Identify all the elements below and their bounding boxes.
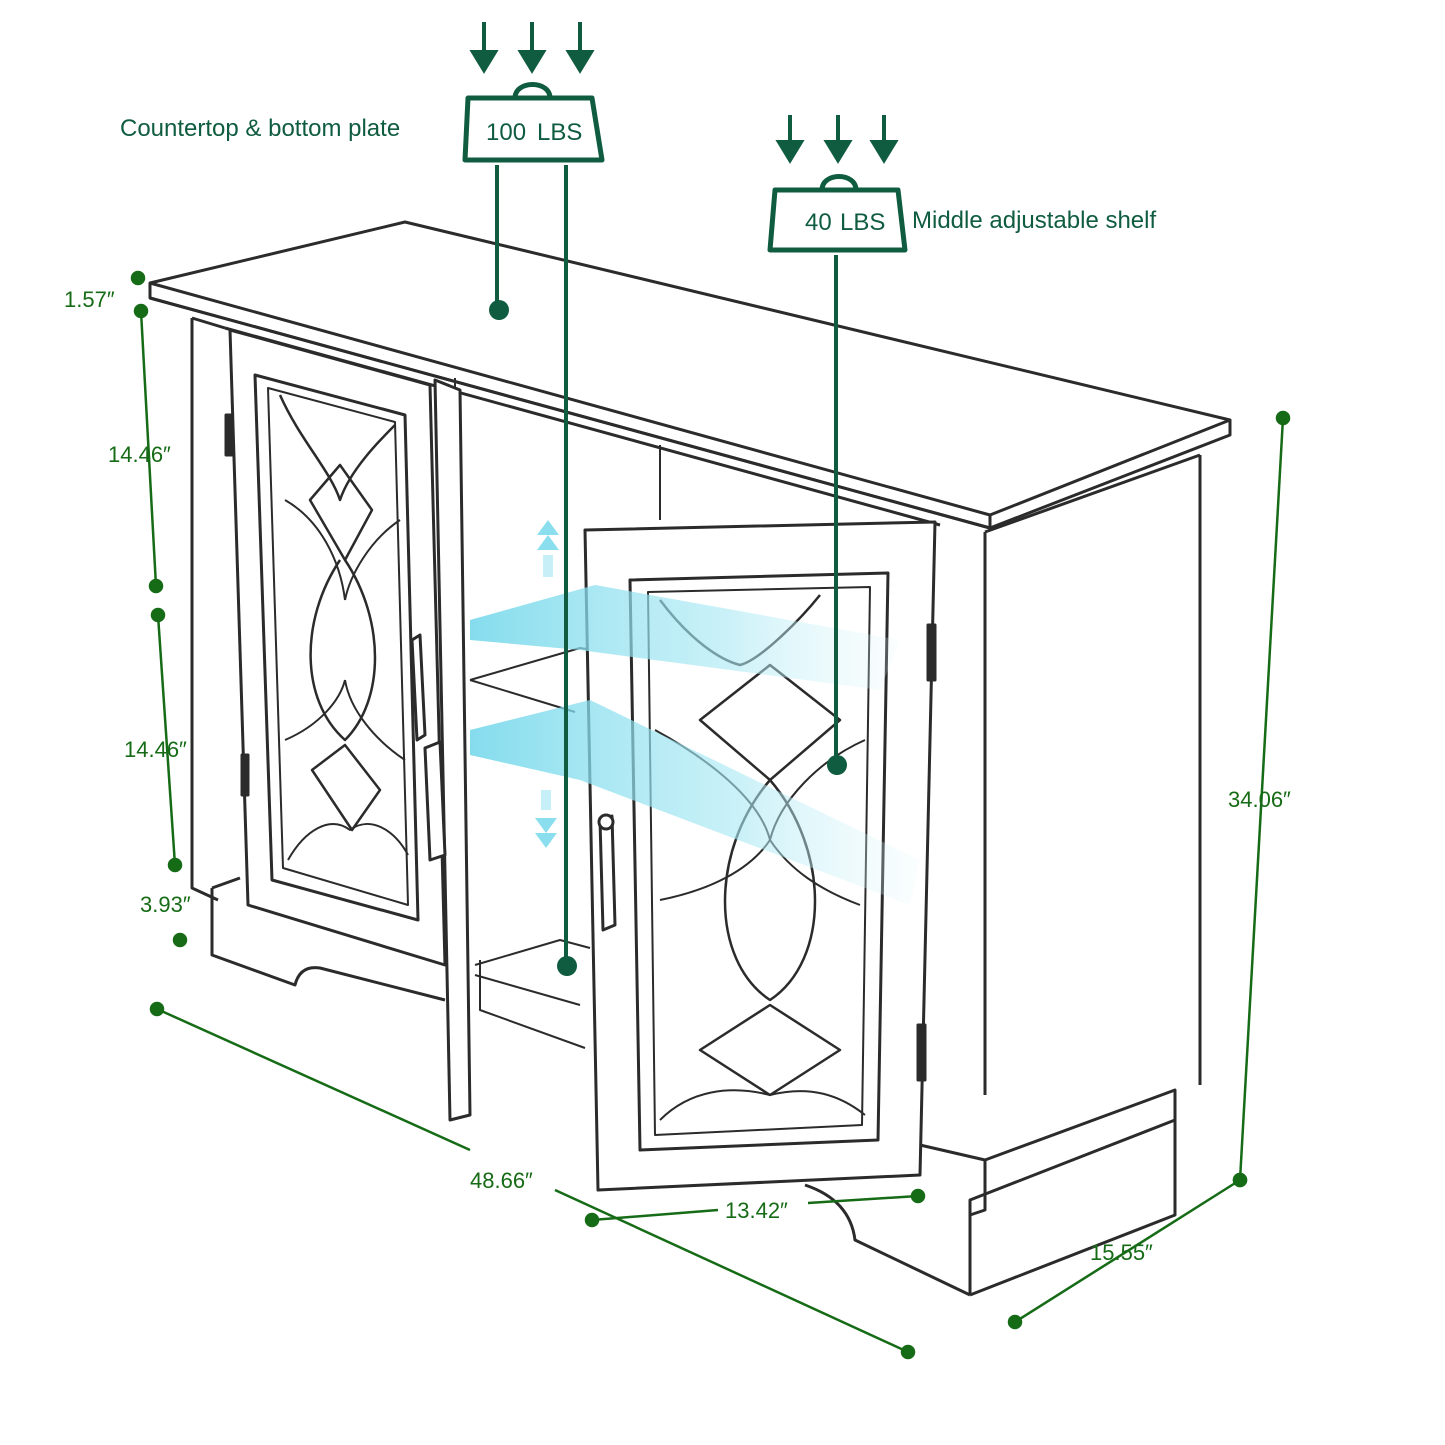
left-door-open [423,378,472,1122]
shelf-up-arrows-icon [537,520,559,577]
dim-base: 3.93″ [140,892,191,917]
shelf-load-value: 40 [805,209,832,236]
middle-shelf-label: Middle adjustable shelf [912,207,1156,234]
shelf-load-arrows-icon [775,115,899,164]
dim-door-width: 13.42″ [725,1198,788,1223]
cabinet-body [148,220,1232,1297]
top-load-unit: LBS [537,119,582,146]
bottom-plate-point [557,956,577,976]
dim-depth: 15.55″ [1090,1240,1153,1265]
top-load-value: 100 [486,119,526,146]
dim-width: 48.66″ [470,1168,533,1193]
countertop-point [489,300,509,320]
shelf-down-arrows-icon [535,790,557,848]
top-load-callout: 100 LBS Countertop & bottom plate [120,22,605,976]
right-door-handle [598,814,617,932]
adjustable-shelf-highlight [470,520,920,905]
left-door [224,328,447,967]
dimension-lines [130,270,1291,1360]
dim-lower-section: 14.46″ [124,737,187,762]
dimension-labels: 1.57″ 14.46″ 14.46″ 3.93″ 34.06″ 48.66″ … [64,287,1291,1265]
middle-shelf-point [827,755,847,775]
shelf-load-unit: LBS [840,209,885,236]
left-door-handle [410,633,427,742]
left-side-panel [190,318,219,902]
base-plinth [919,1088,1177,1295]
top-load-arrows-icon [469,22,595,74]
dim-upper-section: 14.46″ [108,442,171,467]
dim-total-height: 34.06″ [1228,787,1291,812]
countertop-label: Countertop & bottom plate [120,115,400,142]
interior-shelf-2 [474,939,591,966]
open-door-handle [423,740,447,862]
shelf-load-callout: 40 LBS Middle adjustable shelf [767,115,1156,775]
dim-top-thickness: 1.57″ [64,287,115,312]
